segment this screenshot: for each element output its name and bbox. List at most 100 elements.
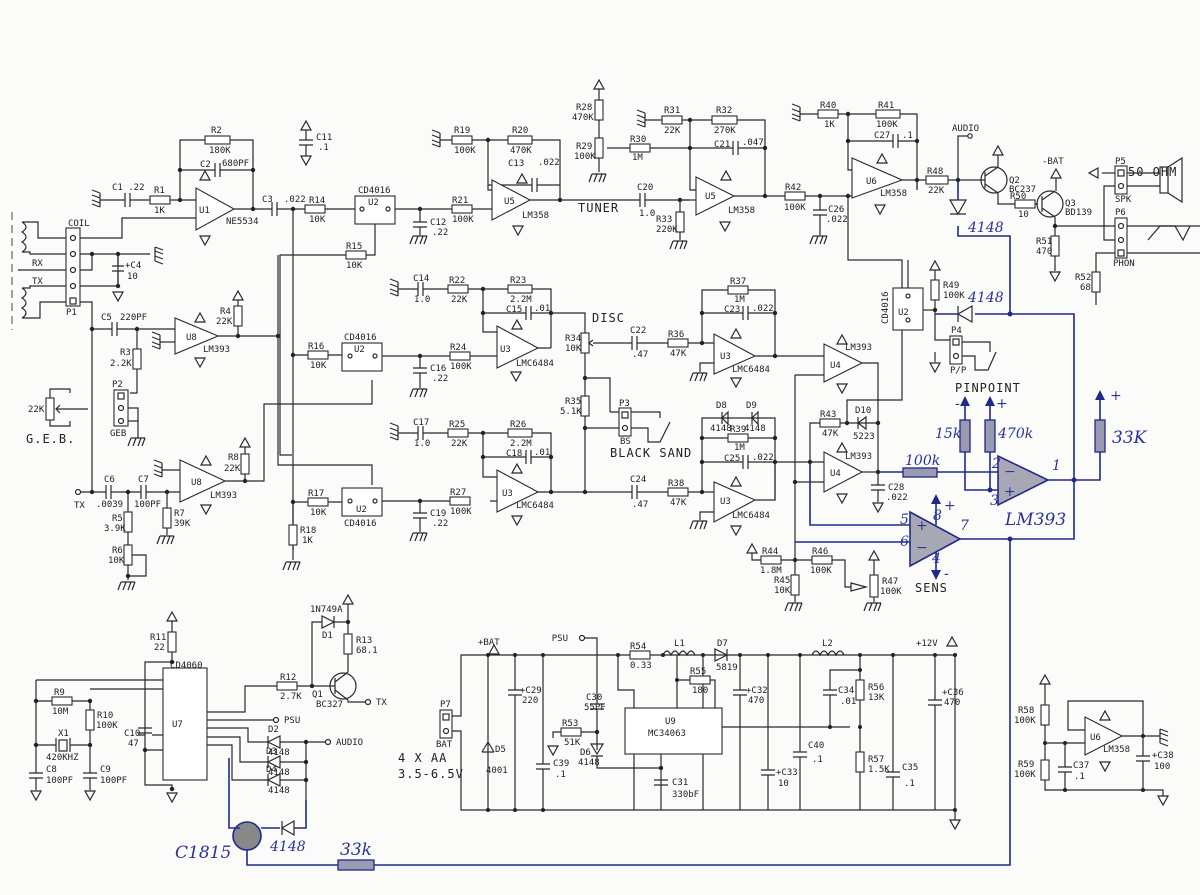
- hand-label-4148-audio: 4148: [967, 220, 1004, 236]
- svg-text:R9: R9: [54, 688, 65, 698]
- resistor-r30: [629, 143, 651, 153]
- svg-text:220PF: 220PF: [120, 313, 147, 323]
- svg-text:C12: C12: [430, 218, 446, 228]
- svg-text:R16: R16: [308, 342, 324, 352]
- speaker-icon: [1159, 156, 1183, 204]
- svg-text:C16: C16: [430, 364, 446, 374]
- black-sand-switch-icon: [610, 411, 671, 443]
- resistor-r37: [727, 285, 749, 295]
- svg-text:.022: .022: [752, 453, 774, 463]
- resistor-r19: [451, 135, 473, 145]
- resistor-r9: [51, 696, 73, 706]
- inductor-l2: [811, 650, 845, 657]
- svg-text:R17: R17: [308, 489, 324, 499]
- svg-text:22K: 22K: [224, 464, 241, 474]
- svg-text:6: 6: [900, 534, 909, 550]
- resistor-r43: [819, 418, 841, 428]
- svg-text:C1 .22: C1 .22: [112, 183, 145, 193]
- resistor-r53: [560, 727, 582, 737]
- svg-text:U4: U4: [830, 361, 841, 371]
- resistor-r15: [345, 250, 367, 260]
- opamp-u3-d: U3 LMC6484: [713, 481, 770, 523]
- speaker-impedance-label: 50 OHM: [1128, 165, 1177, 179]
- rx-label: RX: [32, 259, 43, 269]
- capacitor-c12: [413, 209, 427, 235]
- svg-text:R7: R7: [174, 509, 185, 519]
- svg-text:+: +: [944, 498, 956, 514]
- resistor-r5: [123, 511, 133, 533]
- svg-text:470K: 470K: [572, 113, 594, 123]
- svg-text:U2: U2: [356, 505, 367, 515]
- svg-text:U2: U2: [368, 198, 379, 208]
- svg-text:180K: 180K: [209, 146, 231, 156]
- svg-text:5: 5: [900, 512, 909, 528]
- tx-coil-icon: TX: [20, 277, 66, 319]
- switch-u2-b: CD4016 U2: [341, 333, 383, 372]
- svg-text:22K: 22K: [28, 405, 45, 415]
- svg-text:100K: 100K: [810, 566, 832, 576]
- svg-text:C3: C3: [262, 195, 273, 205]
- svg-text:P2: P2: [112, 380, 123, 390]
- battery-connector-p7: P7 BAT: [436, 700, 453, 750]
- svg-text:R58: R58: [1018, 706, 1034, 716]
- svg-text:C13: C13: [508, 159, 524, 169]
- svg-text:R40: R40: [820, 101, 836, 111]
- svg-text:D1: D1: [322, 631, 333, 641]
- capacitors-c29-c39: [508, 655, 550, 810]
- svg-text:LM393: LM393: [210, 491, 237, 501]
- svg-text:1N749A: 1N749A: [310, 605, 343, 615]
- resistor-r52: [1091, 271, 1101, 293]
- svg-text:C21: C21: [714, 140, 730, 150]
- resistor-r10: [85, 709, 95, 731]
- switch-u2-d: CD4016 U2: [881, 287, 924, 331]
- svg-text:68.1: 68.1: [356, 646, 378, 656]
- svg-text:R36: R36: [668, 330, 684, 340]
- svg-text:LM393: LM393: [845, 343, 872, 353]
- svg-text:D7: D7: [717, 639, 728, 649]
- svg-text:P/P: P/P: [950, 366, 967, 376]
- resistor-100k-blue: [902, 467, 938, 478]
- svg-text:.22: .22: [432, 519, 448, 529]
- phone-jack-icon: [1147, 225, 1191, 242]
- svg-text:C10: C10: [124, 729, 140, 739]
- svg-text:+C32: +C32: [746, 686, 768, 696]
- v12-label: +12V: [916, 639, 938, 649]
- battery-voltage-label: 3.5-6.5V: [398, 767, 464, 781]
- svg-text:CD4016: CD4016: [358, 186, 391, 196]
- svg-text:270K: 270K: [714, 126, 736, 136]
- svg-text:10K: 10K: [774, 586, 791, 596]
- svg-text:D4: D4: [266, 765, 277, 775]
- svg-text:C22: C22: [630, 326, 646, 336]
- capacitor-c18: [482, 433, 551, 478]
- svg-text:C7: C7: [138, 475, 149, 485]
- svg-text:P3: P3: [619, 399, 630, 409]
- coil-label: COIL: [68, 219, 90, 229]
- resistor-r51: [1050, 235, 1060, 257]
- svg-text:R30: R30: [630, 135, 646, 145]
- svg-text:10K: 10K: [108, 556, 125, 566]
- opamp-u6: U6 LM358: [851, 157, 907, 199]
- svg-text:470k: 470k: [997, 426, 1033, 442]
- svg-text:P6: P6: [1115, 208, 1126, 218]
- svg-text:D5: D5: [495, 745, 506, 755]
- svg-text:BC237: BC237: [1009, 185, 1036, 195]
- hand-label-4148-pp: 4148: [967, 290, 1004, 306]
- svg-text:R20: R20: [512, 126, 528, 136]
- svg-text:U8: U8: [186, 333, 197, 343]
- svg-text:C27: C27: [874, 131, 890, 141]
- coil-connector-p1: COIL P1: [65, 219, 90, 318]
- svg-text:2.2M: 2.2M: [510, 439, 532, 449]
- svg-text:R5: R5: [112, 514, 123, 524]
- svg-text:10K: 10K: [565, 344, 582, 354]
- sensitivity-potentiometer-r47[interactable]: [869, 574, 879, 598]
- svg-text:1.5K: 1.5K: [868, 765, 890, 775]
- svg-text:.22: .22: [432, 228, 448, 238]
- svg-text:R42: R42: [785, 183, 801, 193]
- svg-text:.047: .047: [742, 138, 764, 148]
- resistor-r1: [149, 195, 171, 205]
- svg-text:51K: 51K: [564, 738, 581, 748]
- svg-text:LM358: LM358: [1103, 745, 1130, 755]
- svg-text:C5: C5: [101, 313, 112, 323]
- geb-potentiometer: 22K: [28, 388, 88, 427]
- svg-text:2.7K: 2.7K: [280, 692, 302, 702]
